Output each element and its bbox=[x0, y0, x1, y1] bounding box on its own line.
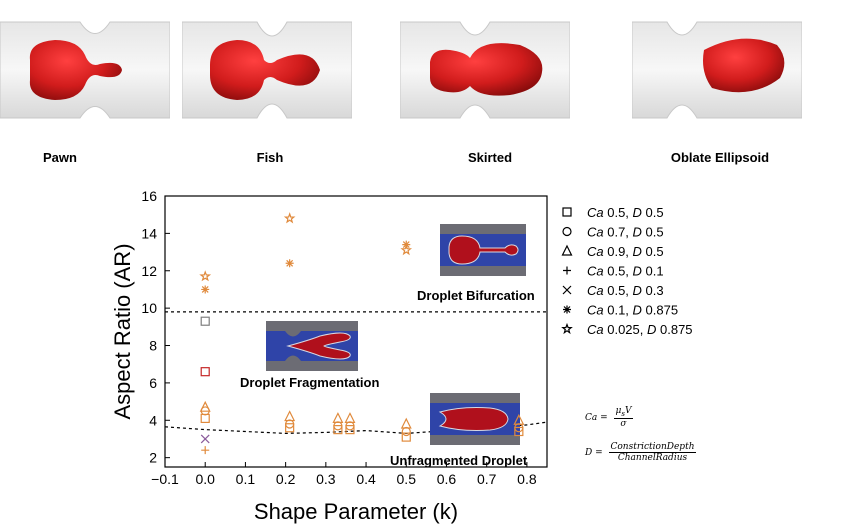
x-tick-label: 0.0 bbox=[195, 471, 215, 487]
data-point-square bbox=[333, 425, 343, 435]
skirted-label: Skirted bbox=[467, 150, 513, 165]
ca-lhs: Ca = bbox=[585, 412, 608, 423]
bifurcation-inset-image bbox=[440, 224, 526, 276]
data-point-square bbox=[285, 423, 295, 433]
y-tick-label: 2 bbox=[149, 450, 157, 466]
legend: Ca 0.5, D 0.5 Ca 0.7, D 0.5 Ca 0.9, D 0.5C… bbox=[561, 205, 693, 337]
data-point-triangle bbox=[284, 410, 296, 422]
capillary-number-equation: Ca = μsV σ bbox=[585, 406, 634, 429]
x-tick-label: 0.5 bbox=[397, 471, 417, 487]
data-point-star bbox=[283, 212, 296, 224]
fish-shape-image bbox=[182, 21, 352, 119]
x-tick-label: 0.8 bbox=[517, 471, 537, 487]
data-point-star bbox=[199, 270, 212, 282]
data-point-square bbox=[200, 413, 210, 424]
legend-entry-label: Ca 0.5, D 0.5 bbox=[587, 205, 664, 220]
legend-entry-label: Ca 0.025, D 0.875 bbox=[587, 322, 693, 337]
data-point-triangle bbox=[400, 417, 412, 429]
data-point-triangle bbox=[513, 413, 525, 425]
legend-marker-star bbox=[561, 322, 573, 335]
legend-entry-label: Ca 0.5, D 0.1 bbox=[587, 264, 664, 279]
legend-marker-plus bbox=[563, 266, 571, 275]
unfragmented-inset-image bbox=[430, 393, 520, 445]
d-equation: D = ConstrictionDepth ChannelRadius bbox=[585, 442, 697, 463]
legend-marker-x bbox=[562, 285, 572, 295]
data-point-triangle bbox=[332, 412, 344, 424]
y-tick-label: 6 bbox=[149, 375, 157, 391]
oblate-ellipsoid-label: Oblate Ellipsoid bbox=[670, 150, 770, 165]
x-tick-label: −0.1 bbox=[151, 471, 179, 487]
legend-marker-circle bbox=[562, 226, 572, 237]
x-tick-label: 0.3 bbox=[316, 471, 336, 487]
ca-numerator-v: V bbox=[624, 406, 632, 416]
droplet-bifurcation-label: Droplet Bifurcation bbox=[417, 288, 535, 303]
legend-entry-label: Ca 0.7, D 0.5 bbox=[587, 225, 664, 240]
data-point-x bbox=[200, 434, 210, 444]
pawn-shape-image bbox=[0, 21, 170, 119]
pawn-label: Pawn bbox=[43, 150, 77, 165]
data-point-square bbox=[514, 426, 524, 437]
skirted-shape-image bbox=[400, 21, 570, 119]
data-point-circle bbox=[401, 426, 411, 437]
x-tick-label: 0.7 bbox=[477, 471, 497, 487]
fish-label: Fish bbox=[256, 150, 284, 165]
oblate-ellipsoid-shape-image bbox=[632, 21, 802, 119]
x-tick-label: 0.2 bbox=[276, 471, 296, 487]
legend-entry-label: Ca 0.9, D 0.5 bbox=[587, 244, 664, 259]
data-point-triangle bbox=[199, 400, 211, 412]
y-tick-label: 16 bbox=[141, 188, 157, 204]
x-tick-label: 0.1 bbox=[236, 471, 256, 487]
fragmentation-inset-image bbox=[266, 321, 358, 371]
legend-marker-asterisk bbox=[563, 305, 571, 314]
data-point-asterisk bbox=[285, 259, 294, 268]
data-point-plus bbox=[201, 446, 210, 455]
legend-entry-label: Ca 0.1, D 0.875 bbox=[587, 303, 678, 318]
data-markers bbox=[199, 212, 525, 455]
y-tick-label: 12 bbox=[141, 263, 157, 279]
d-lhs: D = bbox=[585, 448, 603, 458]
data-point-asterisk bbox=[201, 285, 210, 294]
plot-frame bbox=[164, 195, 548, 468]
unfragmented-droplet-label: Unfragmented Droplet bbox=[390, 453, 528, 468]
data-point-square bbox=[200, 367, 210, 377]
y-tick-label: 4 bbox=[149, 412, 157, 428]
data-point-square bbox=[345, 425, 355, 435]
ca-numerator-sub: s bbox=[621, 409, 625, 418]
x-axis-label: Shape Parameter (k) bbox=[254, 499, 458, 524]
ca-denominator: σ bbox=[620, 418, 627, 429]
y-tick-label: 10 bbox=[141, 300, 157, 316]
reference-lines bbox=[164, 311, 548, 435]
d-numerator: ConstrictionDepth bbox=[608, 442, 697, 453]
x-tick-label: 0.6 bbox=[437, 471, 457, 487]
data-point-square bbox=[401, 432, 411, 442]
data-point-square bbox=[200, 316, 210, 326]
legend-marker-square bbox=[562, 207, 572, 217]
x-tick-label: 0.4 bbox=[356, 471, 376, 487]
axes: −0.1 0.0 0.1 0.2 0.3 0.4 0.5 0.6 0.7 0.8 2 4 6 8 10 12 1… bbox=[110, 188, 548, 524]
ca-numerator: μ bbox=[615, 406, 622, 416]
legend-entry-label: Ca 0.5, D 0.3 bbox=[587, 283, 664, 298]
y-tick-label: 14 bbox=[141, 225, 157, 241]
y-axis-label: Aspect Ratio (AR) bbox=[110, 243, 135, 419]
droplet-fragmentation-label: Droplet Fragmentation bbox=[240, 375, 379, 390]
data-point-star bbox=[400, 244, 412, 256]
insets: Droplet Bifurcation Droplet Fragmentatio… bbox=[240, 224, 535, 468]
data-point-triangle bbox=[344, 412, 356, 424]
fragmentation-boundary-curve bbox=[164, 421, 548, 435]
y-tick-label: 8 bbox=[149, 338, 157, 354]
d-denominator: ChannelRadius bbox=[617, 453, 688, 463]
legend-marker-triangle bbox=[561, 244, 573, 256]
